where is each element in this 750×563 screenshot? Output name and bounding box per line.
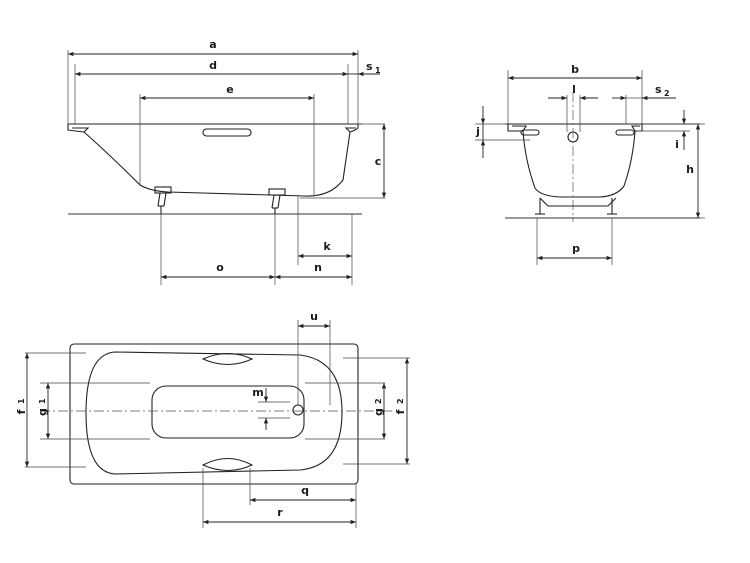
dim-label-o: o xyxy=(216,261,224,274)
side-handle-slot xyxy=(202,128,252,137)
side-foot-right xyxy=(268,188,286,214)
end-rim-lip-left xyxy=(512,125,527,132)
end-handle-left xyxy=(520,129,540,136)
top-basin-outline xyxy=(85,351,343,475)
dim-label-f2: f xyxy=(394,409,407,414)
end-tub-outline xyxy=(507,124,643,198)
dim-label-l: l xyxy=(572,83,576,96)
end-rim-lip-right xyxy=(631,125,640,132)
dim-label-f1: f xyxy=(15,409,28,414)
dim-label-p: p xyxy=(572,242,580,255)
dim-label-s1: s xyxy=(366,60,373,73)
dim-label-n: n xyxy=(314,261,322,274)
dim-label-f1-sub: 1 xyxy=(17,398,26,404)
top-outer-outline xyxy=(69,343,359,485)
dim-label-g2-sub: 2 xyxy=(374,398,383,404)
dim-label-g1: g xyxy=(36,408,49,416)
dim-label-c: c xyxy=(375,155,382,168)
dim-label-k: k xyxy=(323,240,331,253)
dim-label-b: b xyxy=(571,63,579,76)
side-rim-lip-left xyxy=(72,127,90,133)
dim-label-m: m xyxy=(252,386,263,399)
end-view: b l s 2 j i h p xyxy=(475,63,705,265)
dim-label-g2: g xyxy=(372,408,385,416)
top-handle-upper xyxy=(201,352,254,366)
end-handle-right xyxy=(615,129,635,136)
dim-label-g1-sub: 1 xyxy=(38,398,47,404)
dim-label-f2-sub: 2 xyxy=(396,398,405,404)
dim-label-s2-sub: 2 xyxy=(664,89,670,98)
dim-label-j: j xyxy=(475,125,480,138)
dim-label-u: u xyxy=(310,310,318,323)
dim-label-s2: s xyxy=(655,83,662,96)
dim-label-q: q xyxy=(301,484,309,497)
top-drain xyxy=(292,404,304,416)
dim-label-i: i xyxy=(675,138,679,151)
dim-label-r: r xyxy=(277,506,283,519)
side-view: a d e s 1 c k o n xyxy=(67,38,387,285)
side-tub-outline xyxy=(67,124,359,197)
side-foot-left xyxy=(154,186,172,214)
top-handle-lower xyxy=(201,457,254,472)
dim-label-h: h xyxy=(686,163,694,176)
side-rim-lip-right xyxy=(344,127,356,133)
dim-label-e: e xyxy=(226,83,233,96)
top-basin-bottom xyxy=(151,385,305,439)
end-base xyxy=(539,197,617,207)
top-view: f 1 g 1 g 2 f 2 u m q r xyxy=(15,310,410,528)
dim-label-d: d xyxy=(209,59,217,72)
dim-label-s1-sub: 1 xyxy=(375,66,381,75)
dim-label-a: a xyxy=(209,38,216,51)
